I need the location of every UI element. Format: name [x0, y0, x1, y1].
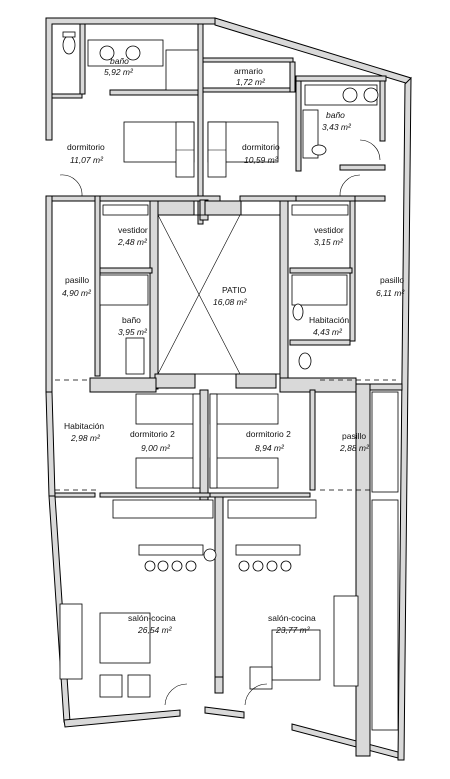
room-area-bano-3: 3,95 m² — [118, 327, 148, 337]
room-area-vestidor-1: 2,48 m² — [117, 237, 148, 247]
room-area-pasillo-3: 2,88 m² — [339, 443, 370, 453]
room-area-dormitorio-4: 8,94 m² — [255, 443, 285, 453]
room-name-dormitorio-3: dormitorio 2 — [130, 429, 175, 439]
room-area-dormitorio-2: 10,59 m² — [244, 155, 279, 165]
room-area-pasillo-1: 4,90 m² — [62, 288, 92, 298]
room-name-armario: armario — [234, 66, 263, 76]
room-area-vestidor-2: 3,15 m² — [314, 237, 344, 247]
room-name-dormitorio-4: dormitorio 2 — [246, 429, 291, 439]
room-area-dormitorio-3: 9,00 m² — [141, 443, 171, 453]
room-area-bano-1: 5,92 m² — [104, 67, 134, 77]
room-area-salon-2: 23,77 m² — [275, 625, 311, 635]
room-name-habitacion-2: Habitación — [64, 421, 104, 431]
room-area-bano-2: 3,43 m² — [322, 122, 352, 132]
room-name-bano-2: baño — [326, 110, 345, 120]
fixtures — [59, 31, 399, 731]
room-area-habitacion-2: 2,98 m² — [70, 433, 101, 443]
room-area-armario: 1,72 m² — [236, 77, 266, 87]
room-name-habitacion-1: Habitación — [309, 315, 349, 325]
room-labels: baño 5,92 m² armario 1,72 m² baño 3,43 m… — [62, 56, 405, 635]
room-name-salon-2: salón-cocina — [268, 613, 316, 623]
room-name-bano-3: baño — [122, 315, 141, 325]
room-name-vestidor-1: vestidor — [118, 225, 148, 235]
patio-void — [157, 214, 281, 375]
room-name-bano-1: baño — [110, 56, 129, 66]
room-name-salon-1: salón-cocina — [128, 613, 176, 623]
room-name-dormitorio-2: dormitorio — [242, 142, 280, 152]
room-name-pasillo-3: pasillo — [342, 431, 366, 441]
interior-walls — [51, 23, 387, 694]
room-name-pasillo-2: pasillo — [380, 275, 404, 285]
room-area-habitacion-1: 4,43 m² — [313, 327, 343, 337]
room-name-vestidor-2: vestidor — [314, 225, 344, 235]
room-area-dormitorio-1: 11,07 m² — [70, 155, 104, 165]
room-area-salon-1: 26,54 m² — [137, 625, 173, 635]
room-area-pasillo-2: 6,11 m² — [376, 288, 405, 298]
room-name-dormitorio-1: dormitorio — [67, 142, 105, 152]
room-name-patio: PATIO — [222, 285, 247, 295]
room-area-patio: 16,08 m² — [213, 297, 248, 307]
room-name-pasillo-1: pasillo — [65, 275, 89, 285]
